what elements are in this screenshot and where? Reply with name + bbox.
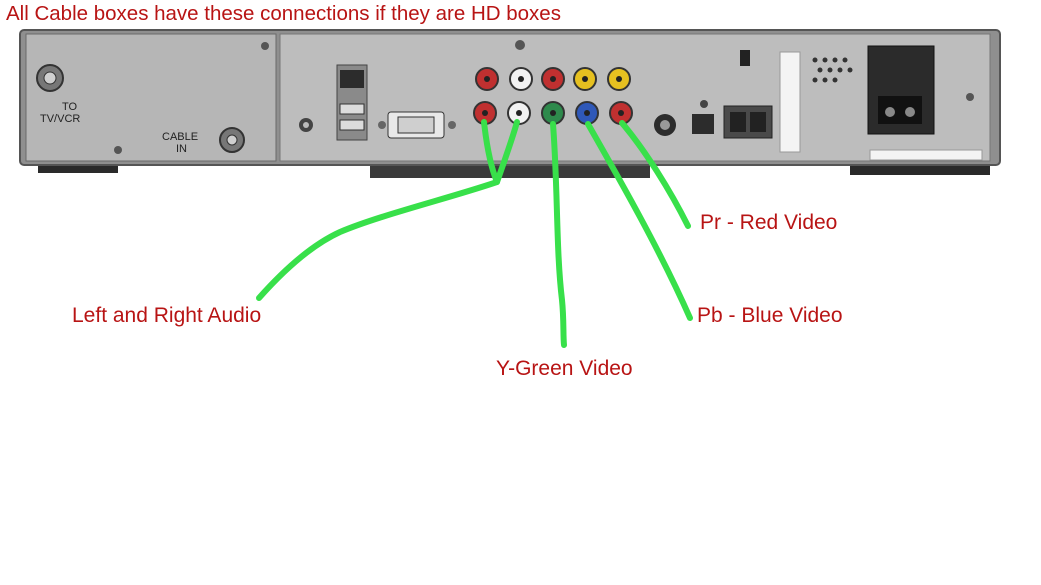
pointer-lines	[256, 119, 693, 348]
screw-icon	[114, 146, 122, 154]
screw-icon	[261, 42, 269, 50]
slot-icon	[740, 50, 750, 66]
screw-icon	[700, 100, 708, 108]
optical-port	[692, 114, 714, 134]
usb-port	[339, 119, 365, 131]
pointer-pb-blue	[585, 121, 693, 321]
usb-port	[339, 103, 365, 115]
diagram-title: All Cable boxes have these connections i…	[6, 2, 561, 25]
pointer-audio-branch	[494, 119, 520, 185]
foot-left	[38, 163, 118, 173]
rca-top-row	[475, 67, 631, 91]
serial-sticker	[869, 149, 983, 161]
power-socket	[867, 45, 935, 135]
coax-in-connector	[219, 127, 245, 153]
ethernet-port	[340, 70, 364, 88]
callout-y-green: Y-Green Video	[496, 357, 633, 380]
callout-pb-blue: Pb - Blue Video	[697, 304, 843, 327]
callout-pr-red: Pr - Red Video	[700, 211, 838, 234]
pointer-audio	[256, 119, 500, 301]
pointer-pr-red	[619, 120, 691, 229]
screw-icon	[515, 40, 525, 50]
screw-icon	[966, 93, 974, 101]
vent-holes	[812, 57, 853, 83]
barcode-sticker	[779, 51, 801, 153]
ir-jack	[299, 118, 313, 132]
dvi-port	[378, 111, 456, 139]
pointer-y-green	[550, 121, 567, 348]
s-video-port	[654, 114, 676, 136]
callout-audio: Left and Right Audio	[72, 304, 262, 327]
coax-out-connector	[36, 64, 64, 92]
